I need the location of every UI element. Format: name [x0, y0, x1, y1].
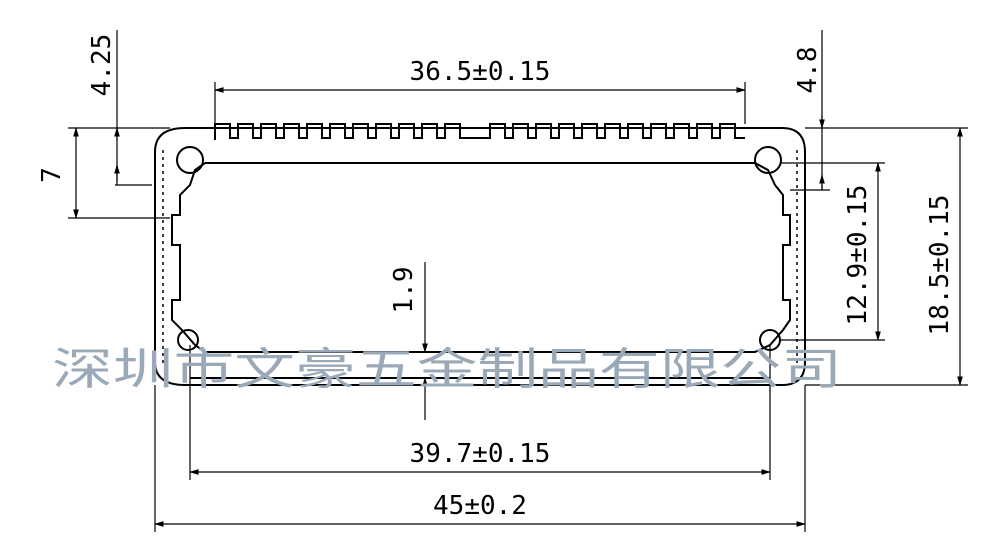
inner-cavity [171, 162, 791, 353]
top-fins [214, 123, 745, 140]
dim-inner-height-label: 12.9±0.15 [843, 185, 873, 326]
dim-top-width-label: 36.5±0.15 [410, 57, 551, 87]
dim-wall-label: 1.9 [389, 267, 419, 314]
screw-boss-bottom-left [177, 329, 199, 351]
outer-profile-outline [154, 127, 806, 386]
dim-outer-height-label: 18.5±0.15 [925, 195, 955, 336]
screw-boss-top-right [754, 146, 782, 174]
company-watermark: 深圳市文豪五金制品有限公司 [52, 344, 842, 395]
dim-left-height-label: 7 [37, 167, 67, 183]
screw-boss-top-left [176, 146, 204, 174]
dim-outer-width-label: 45±0.2 [433, 491, 527, 521]
dim-top-offset-label: 4.25 [87, 34, 117, 97]
dim-inner-width-label: 39.7±0.15 [410, 439, 551, 469]
dim-right-offset-label: 4.8 [793, 47, 823, 94]
